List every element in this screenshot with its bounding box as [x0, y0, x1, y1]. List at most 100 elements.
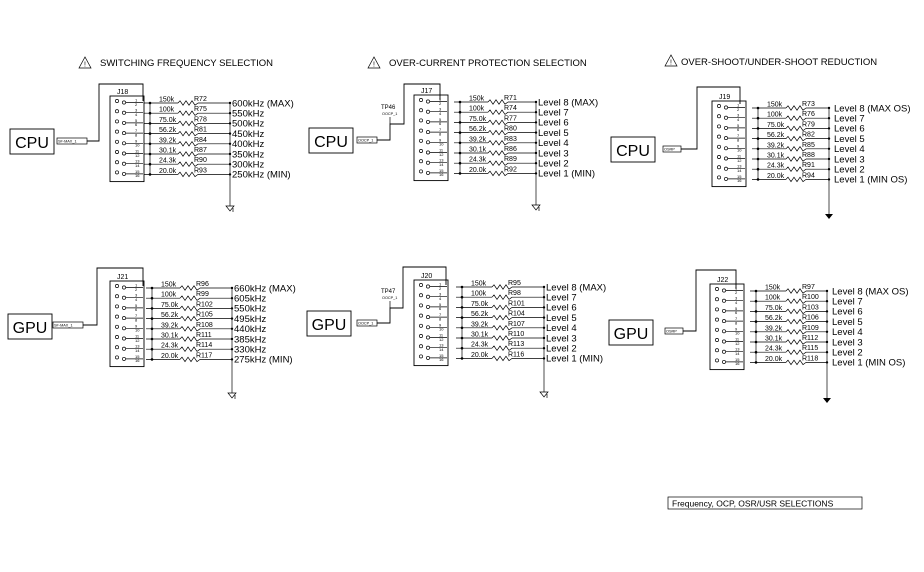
pin-hole — [426, 109, 430, 114]
resistor-ref: R102 — [196, 301, 213, 308]
processor-label: CPU — [314, 134, 348, 151]
pin-hole — [715, 327, 719, 332]
pin-number: 6 — [735, 310, 738, 315]
pin-hole — [122, 326, 126, 331]
selection-level-label: Level 7 — [834, 114, 865, 125]
resistor-symbol — [491, 335, 513, 341]
resistor-ref: R103 — [802, 304, 819, 311]
pin-hole — [122, 110, 126, 115]
resistor-symbol — [177, 171, 199, 178]
resistor-symbol — [179, 315, 201, 322]
connector-body — [709, 283, 745, 371]
pin-hole — [122, 161, 126, 166]
pin-number: 12 — [735, 341, 740, 346]
resistor-symbol — [487, 150, 509, 156]
pin-hole — [715, 317, 719, 322]
ground-icon — [227, 392, 237, 399]
resistor-value: 30.1k — [765, 336, 783, 343]
pin-number: 12 — [737, 158, 742, 163]
resistor-ref: R78 — [194, 116, 207, 123]
selection-level-label: Level 4 — [832, 327, 863, 338]
pin-number: 2 — [135, 102, 138, 107]
pin-hole — [115, 119, 119, 124]
resistor-symbol — [179, 346, 201, 353]
resistor-value: 30.1k — [159, 148, 177, 155]
resistor-value: 24.3k — [161, 343, 179, 350]
pin-hole — [419, 344, 423, 349]
selection-level-label: Level 3 — [538, 148, 569, 159]
pin-number: 10 — [439, 327, 444, 332]
block-ocp-cpu: CPU OOCP_1 TP46 OOCP_1 12345678910111213… — [308, 83, 598, 211]
selection-level-label: 660kHz (MAX) — [234, 283, 296, 294]
pin-hole — [115, 324, 119, 329]
ground-icon — [531, 204, 541, 211]
pin-hole — [419, 313, 423, 318]
resistor-ref: R82 — [802, 132, 815, 139]
resistor-symbol — [491, 304, 513, 311]
pin-hole — [122, 305, 126, 310]
pin-number: 1 — [737, 103, 740, 108]
pin-hole — [426, 150, 430, 155]
selection-level-label: Level 6 — [832, 307, 863, 318]
processor-box — [9, 128, 55, 155]
ground-icon — [823, 398, 831, 403]
pin-hole — [722, 308, 726, 313]
resistor-value: 30.1k — [469, 147, 487, 154]
pin-hole — [426, 284, 430, 289]
pin-hole — [722, 298, 726, 303]
resistor-value: 30.1k — [767, 153, 785, 160]
pin-hole — [717, 144, 721, 149]
resistor-symbol — [487, 160, 509, 167]
resistor-symbol — [785, 288, 807, 294]
resistor-symbol — [487, 139, 509, 146]
resistor-value: 20.0k — [469, 167, 487, 174]
resistor-symbol — [785, 359, 807, 366]
pin-number: 15 — [737, 174, 742, 179]
connector-ref: J20 — [421, 273, 432, 280]
selection-level-label: Level 1 (MIN OS) — [834, 175, 907, 186]
resistor-value: 56.2k — [767, 132, 785, 139]
pin-number: 14 — [135, 348, 140, 353]
resistor-ref: R106 — [802, 315, 819, 322]
resistor-ref: R113 — [508, 341, 524, 348]
resistor-value: 100k — [161, 292, 177, 299]
resistor-value: 75.0k — [159, 117, 177, 124]
pin-number: 15 — [135, 169, 140, 174]
pin-number: 12 — [135, 338, 140, 343]
footer-title-block: Frequency, OCP, OSR/USR SELECTIONS — [667, 496, 863, 510]
resistor-symbol — [785, 105, 807, 111]
net-label: SF-MAX_1 — [58, 140, 77, 144]
resistor-value: 20.0k — [159, 168, 177, 175]
pin-hole — [419, 303, 423, 308]
selection-level-label: 600kHz (MAX) — [232, 98, 294, 109]
resistor-ref: R116 — [508, 351, 524, 358]
resistor-symbol — [487, 99, 509, 105]
resistor-symbol — [491, 345, 513, 352]
selection-level-label: 605kHz — [234, 294, 266, 305]
pin-number: 1 — [439, 97, 442, 102]
resistor-symbol — [785, 156, 807, 162]
resistor-symbol — [487, 119, 509, 126]
pin-number: 8 — [439, 131, 442, 136]
pin-hole — [715, 287, 719, 291]
testpoint-ref: TP46 — [381, 105, 396, 111]
pin-number: 14 — [735, 351, 740, 356]
processor-label: CPU — [15, 135, 49, 152]
resistor-value: 150k — [471, 281, 487, 288]
pin-number: 7 — [439, 312, 442, 317]
resistor-symbol — [177, 100, 199, 106]
selection-level-label: Level 4 — [834, 144, 865, 155]
pin-number: 7 — [135, 128, 138, 133]
pin-hole — [115, 284, 119, 288]
pin-hole — [722, 329, 726, 334]
selection-level-label: Level 7 — [538, 108, 569, 119]
pin-hole — [122, 346, 126, 351]
pin-hole — [426, 304, 430, 309]
wire — [377, 266, 447, 324]
pin-hole — [717, 165, 721, 170]
pin-number: 2 — [737, 107, 740, 112]
pin-number: 13 — [735, 347, 740, 352]
resistor-value: 39.2k — [471, 321, 489, 328]
resistor-ref: R84 — [194, 137, 207, 144]
